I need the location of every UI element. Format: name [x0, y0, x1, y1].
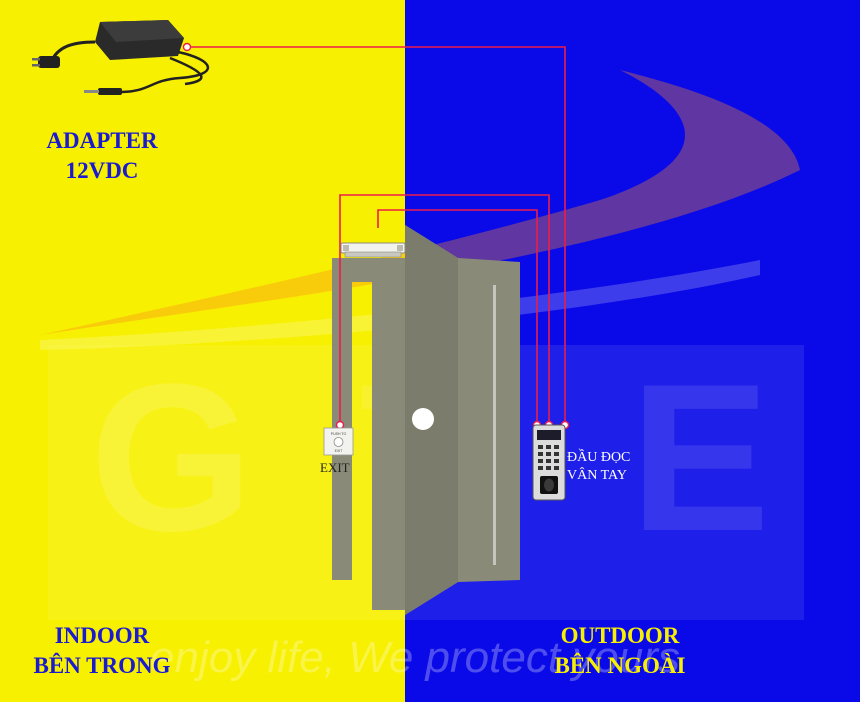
outdoor-zone-label: OUTDOOR BÊN NGOÀI: [525, 621, 715, 681]
watermark-slogan: enjoy life, We protect yours: [150, 633, 680, 682]
indoor-label-line1: INDOOR: [54, 623, 150, 648]
door-handle: [412, 408, 434, 430]
adapter-label-line2: 12VDC: [65, 158, 139, 183]
reader-label: ĐẦU ĐỌC VÂN TAY: [567, 449, 630, 485]
outdoor-label-line1: OUTDOOR: [560, 623, 680, 648]
svg-text:PUSH TO: PUSH TO: [331, 432, 347, 436]
exit-push-button-icon: PUSH TO EXIT: [323, 427, 354, 456]
magnetic-lock-icon: [340, 242, 406, 258]
outdoor-label-line2: BÊN NGOÀI: [554, 653, 686, 678]
adapter-label: ADAPTER 12VDC: [22, 126, 182, 186]
exit-button-label: EXIT: [320, 460, 350, 475]
reader-label-line1: ĐẦU ĐỌC: [567, 450, 631, 465]
svg-text:EXIT: EXIT: [335, 449, 344, 453]
reader-label-line2: VÂN TAY: [567, 468, 627, 483]
adapter-label-line1: ADAPTER: [46, 128, 158, 153]
indoor-zone-label: INDOOR BÊN TRONG: [12, 621, 192, 681]
wiring: [187, 46, 566, 425]
indoor-label-line2: BÊN TRONG: [33, 653, 171, 678]
fingerprint-reader-icon: [532, 424, 566, 501]
power-adapter-icon: [32, 20, 210, 95]
door-frame: [332, 258, 405, 610]
svg-text:E: E: [630, 340, 770, 575]
svg-text:G: G: [90, 340, 253, 575]
